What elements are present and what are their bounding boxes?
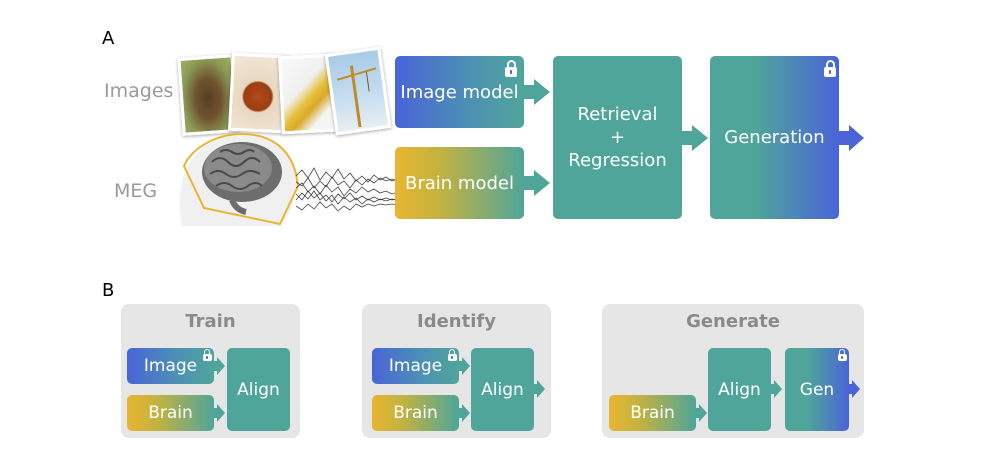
- crane-photo: [324, 46, 392, 136]
- identify-brain-label: Brain: [393, 403, 438, 423]
- train-panel: Train Image Brain Align: [121, 304, 300, 438]
- meg-row-label: MEG: [114, 180, 158, 202]
- identify-image-box: Image: [372, 348, 459, 384]
- panel-b-letter: B: [102, 280, 115, 301]
- train-title: Train: [185, 311, 236, 332]
- lock-icon: [824, 60, 836, 77]
- brain-model-box: Brain model: [395, 147, 524, 219]
- arrow-icon: [524, 170, 550, 196]
- retrieval-label: Retrieval: [577, 104, 658, 125]
- arrow-icon: [682, 125, 708, 151]
- arrow-icon: [839, 125, 864, 151]
- train-brain-label: Brain: [148, 403, 193, 423]
- lock-icon: [448, 349, 457, 361]
- lock-icon: [203, 349, 212, 361]
- crane-icon: [336, 65, 377, 128]
- generate-gen-box: Gen: [785, 348, 849, 431]
- train-image-box: Image: [127, 348, 214, 384]
- arrow-icon: [696, 404, 707, 422]
- identify-align-box: Align: [471, 348, 534, 431]
- train-brain-box: Brain: [127, 395, 214, 431]
- generate-brain-box: Brain: [609, 395, 696, 431]
- train-image-label: Image: [143, 356, 198, 376]
- meg-signal-icon: [295, 167, 398, 212]
- lock-icon: [838, 349, 847, 361]
- identify-panel: Identify Image Brain Align: [362, 304, 551, 438]
- arrow-icon: [214, 404, 225, 422]
- train-align-box: Align: [227, 348, 290, 431]
- arrow-icon: [524, 79, 550, 105]
- plus-label: +: [609, 127, 626, 148]
- generate-brain-label: Brain: [630, 403, 675, 423]
- identify-arrows: [459, 357, 545, 422]
- arrow-icon: [214, 357, 225, 375]
- arrow-icon: [849, 380, 860, 398]
- image-model-box: Image model: [395, 56, 524, 128]
- arrow-icon: [459, 404, 470, 422]
- lock-icon: [505, 60, 517, 77]
- brain-model-label: Brain model: [405, 172, 514, 194]
- brain-icon: [202, 142, 282, 215]
- identify-brain-box: Brain: [372, 395, 459, 431]
- identify-image-label: Image: [388, 356, 443, 376]
- images-row-label: Images: [104, 80, 174, 102]
- arrow-icon: [534, 380, 545, 398]
- generation-box: Generation: [710, 56, 839, 219]
- regression-label: Regression: [568, 150, 667, 171]
- panel-a-letter: A: [102, 28, 115, 49]
- generate-gen-label: Gen: [799, 379, 835, 400]
- identify-align-label: Align: [481, 379, 524, 400]
- arrow-icon: [459, 357, 470, 375]
- arrow-icon: [771, 380, 782, 398]
- train-align-label: Align: [237, 379, 280, 400]
- generate-align-box: Align: [708, 348, 771, 431]
- generate-panel: Generate Brain Align Gen: [602, 304, 864, 438]
- train-arrows: [214, 357, 225, 422]
- retrieval-regression-box: Retrieval + Regression: [553, 56, 682, 219]
- generation-label: Generation: [724, 127, 825, 148]
- identify-title: Identify: [417, 311, 496, 332]
- generate-arrows: [696, 380, 860, 422]
- generate-align-label: Align: [718, 379, 761, 400]
- generate-title: Generate: [686, 311, 780, 332]
- meg-illustration: [179, 132, 398, 226]
- image-model-label: Image model: [400, 81, 519, 103]
